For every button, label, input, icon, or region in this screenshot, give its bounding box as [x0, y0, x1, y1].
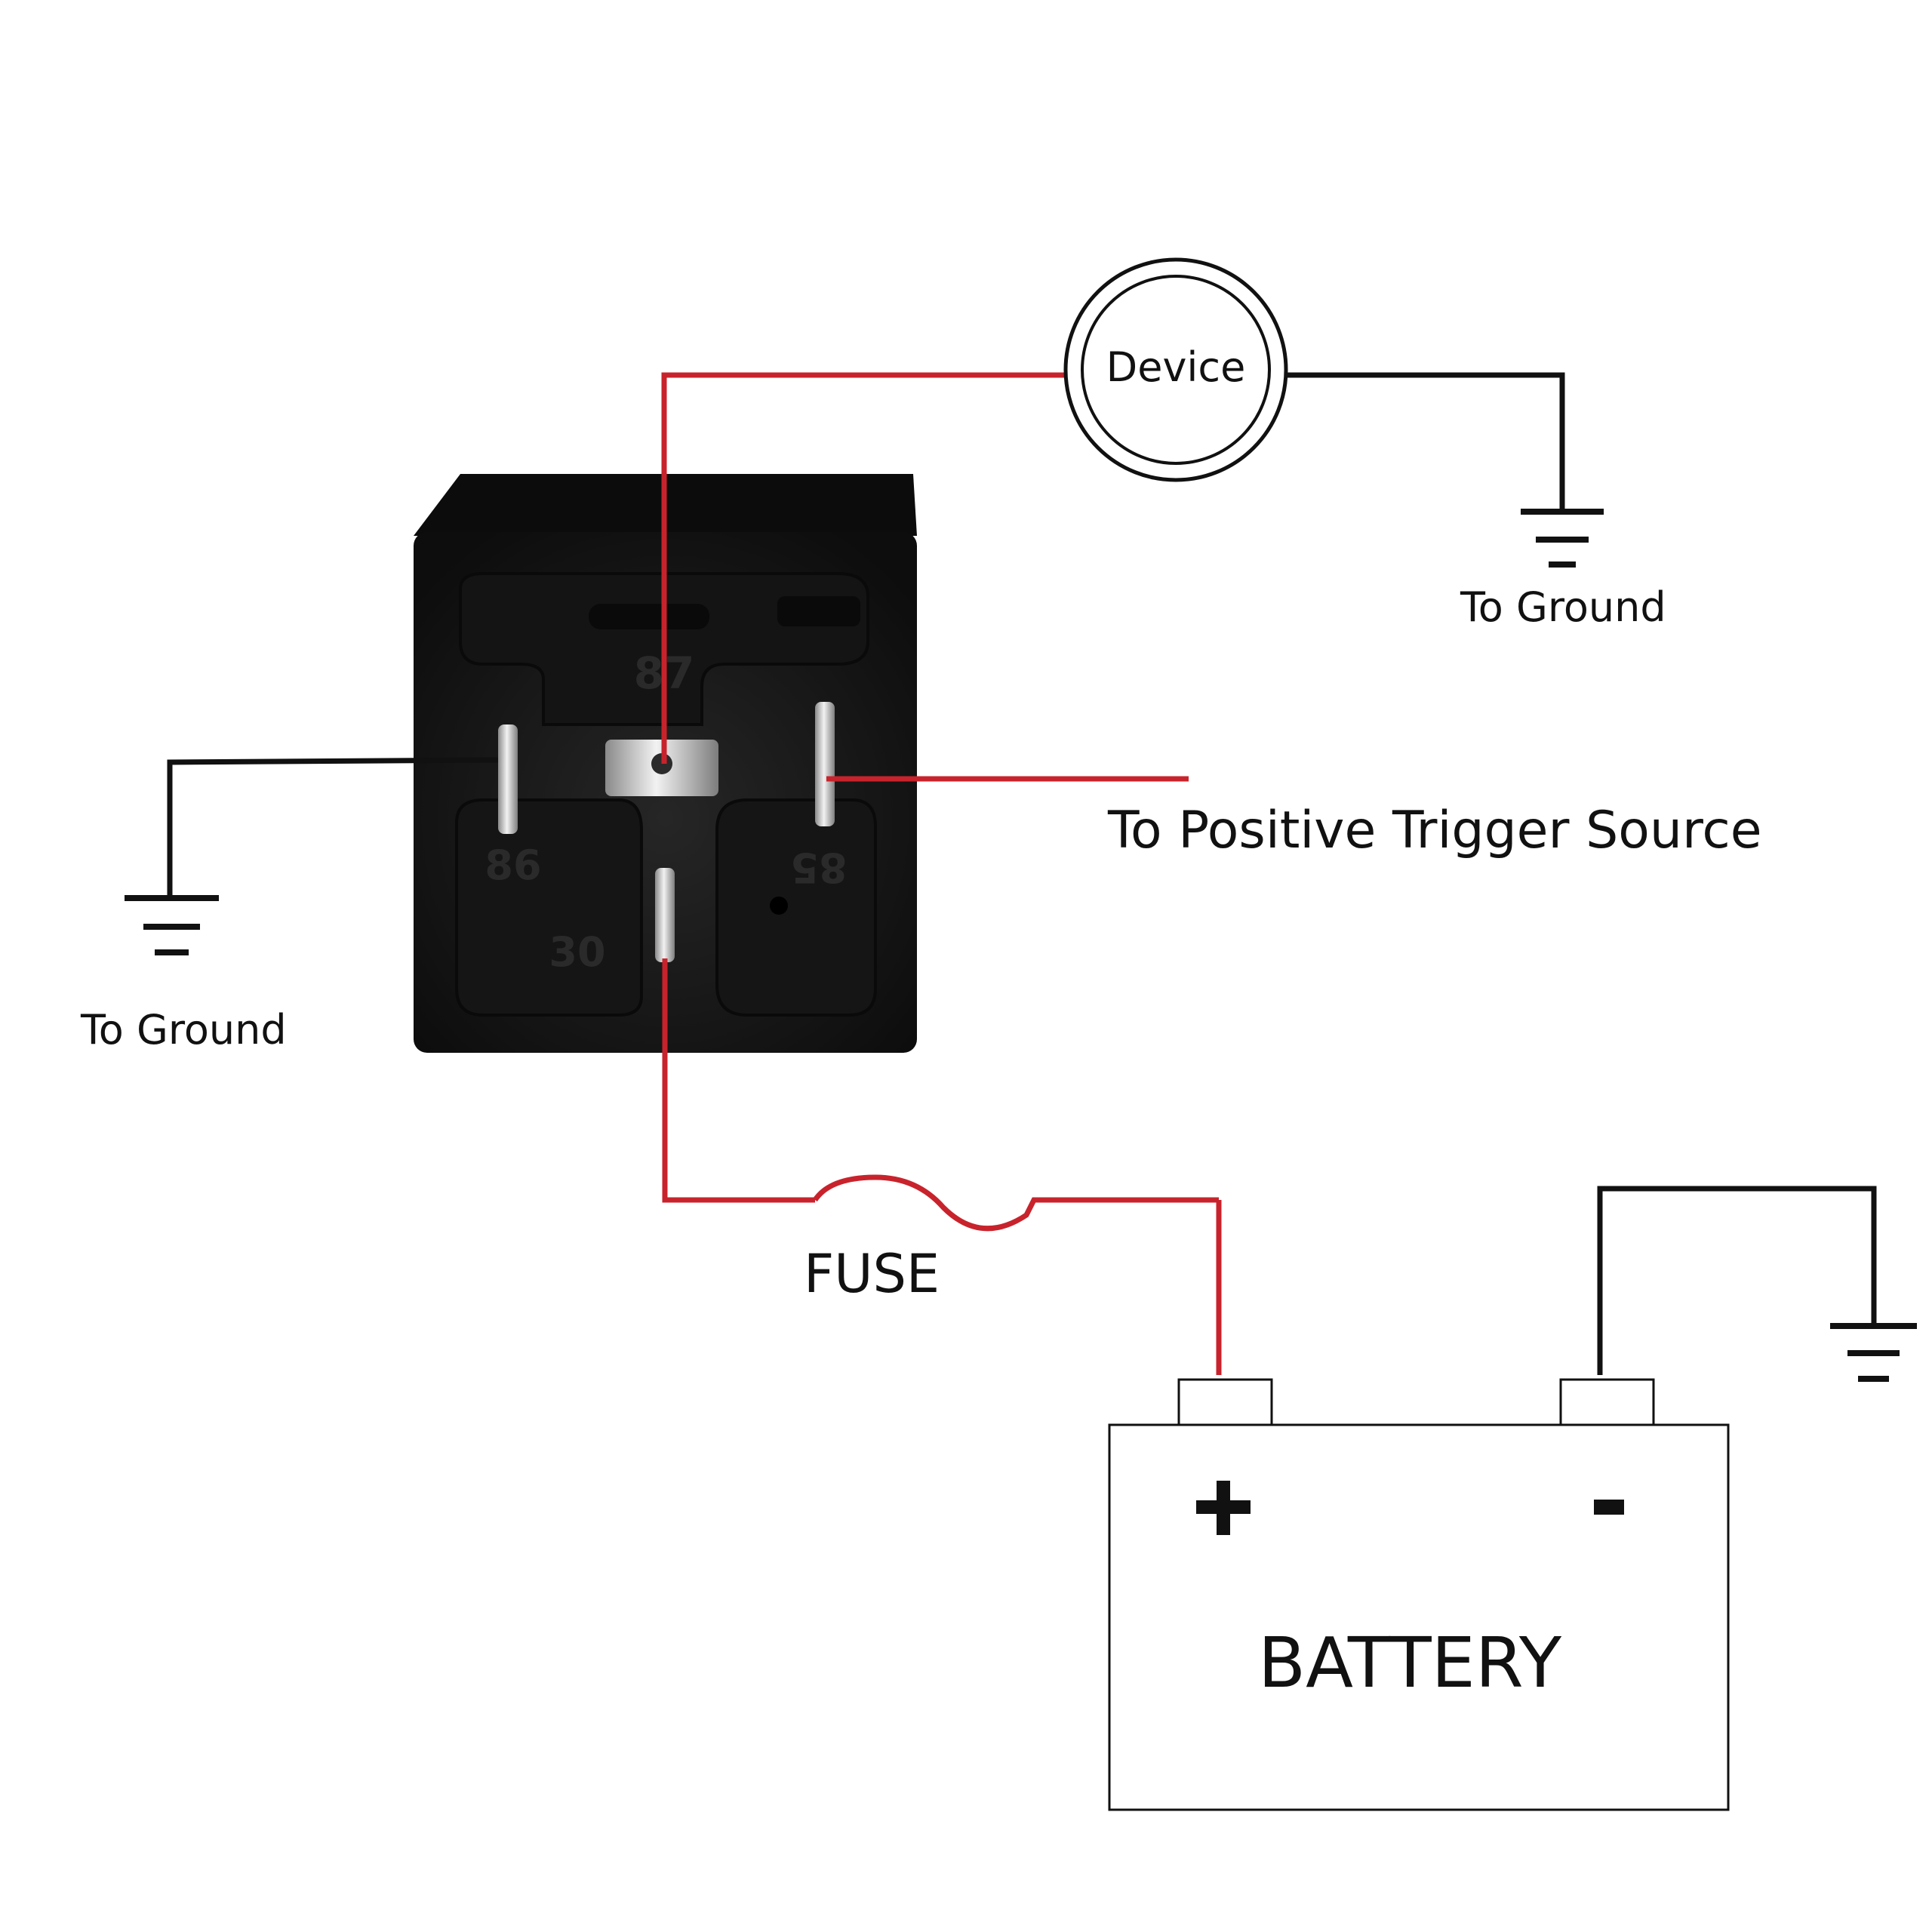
- battery-plus-icon: [1196, 1481, 1251, 1535]
- battery-minus-icon: [1594, 1500, 1624, 1515]
- device-inner-ring: [1081, 275, 1271, 465]
- ground-symbol-left: [125, 895, 219, 955]
- ground-symbol-battery: [1830, 1323, 1917, 1382]
- relay: 87 86 85 30: [414, 474, 917, 1053]
- wire-pin30-to-fuse: [662, 958, 815, 1203]
- wire-pin86-to-ground: [167, 757, 499, 898]
- positive-wires: [661, 372, 1222, 1375]
- wire-battery-negative-to-ground: [1597, 1186, 1877, 1375]
- battery-terminal-positive: [1177, 1378, 1273, 1426]
- relay-vent-hole: [770, 897, 788, 915]
- battery: BATTERY: [1108, 1378, 1730, 1811]
- ground-wires: [167, 372, 1877, 1375]
- relay-pin-85: [815, 702, 835, 826]
- trigger-source-label: To Positive Trigger Source: [1107, 801, 1762, 860]
- device-label: Device: [1106, 343, 1246, 391]
- relay-slot-right: [777, 596, 860, 626]
- relay-bottom-recess: [455, 798, 643, 1017]
- wire-pin87-to-device: [661, 372, 1066, 764]
- fuse-symbol: [813, 1174, 1219, 1232]
- relay-bottom-recess-right: [715, 798, 877, 1017]
- battery-terminal-negative: [1559, 1378, 1655, 1426]
- relay-pin-30: [655, 868, 675, 962]
- fuse-label: FUSE: [804, 1243, 940, 1305]
- ground-symbol-top: [1521, 509, 1604, 568]
- pin-label-85: 85: [790, 844, 847, 891]
- ground-label-top: To Ground: [1460, 583, 1666, 631]
- relay-slot-87: [589, 604, 709, 629]
- ground-label-left: To Ground: [80, 1006, 287, 1054]
- relay-pin-86: [498, 724, 518, 834]
- wire-device-to-ground: [1286, 372, 1565, 509]
- battery-label: BATTERY: [1258, 1623, 1562, 1703]
- pin-label-86: 86: [485, 841, 541, 889]
- pin-label-30: 30: [549, 928, 605, 976]
- device: Device: [1063, 257, 1288, 482]
- battery-body: [1108, 1423, 1730, 1811]
